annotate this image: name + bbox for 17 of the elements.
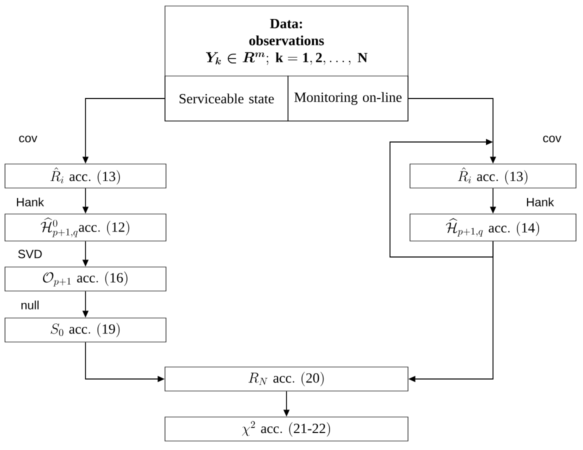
process-box: $\chi^2\ \mathrm{acc.\ (21\text{-}22)}$ xyxy=(164,416,408,442)
edge-label: cov xyxy=(19,136,38,142)
edge-label: Hank xyxy=(16,198,44,206)
cell: Serviceable state xyxy=(164,76,288,122)
process-box: $\mathcal{O}_{p+1}\ \mathrm{acc.\ (16)}$ xyxy=(4,266,166,292)
edge-label: Hank xyxy=(527,198,554,206)
edge-label: null xyxy=(21,300,39,310)
process-box: $\hat{R}_i\ \mathrm{acc.\ (13)}$ xyxy=(4,164,166,188)
cell: Monitoring on-line xyxy=(288,76,408,122)
process-box: $S_0\ \mathrm{acc.\ (19)}$ xyxy=(4,318,166,342)
process-box: $\hat{R}_i\ \mathrm{acc.\ (13)}$ xyxy=(410,164,576,188)
arrow xyxy=(390,138,494,258)
edge-label: cov xyxy=(543,136,562,142)
process-box: $\widehat{\mathcal{H}}^0_{p+1,q}\mathrm{acc.\ (12)}$ xyxy=(4,214,166,242)
process-box: $\widehat{\mathcal{H}}_{p+1,q}\ \mathrm{acc.\ (14)}$ xyxy=(410,214,576,242)
edge-label: SVD xyxy=(18,250,42,258)
process-box: $R_N\ \mathrm{acc.\ (20)}$ xyxy=(164,366,408,392)
